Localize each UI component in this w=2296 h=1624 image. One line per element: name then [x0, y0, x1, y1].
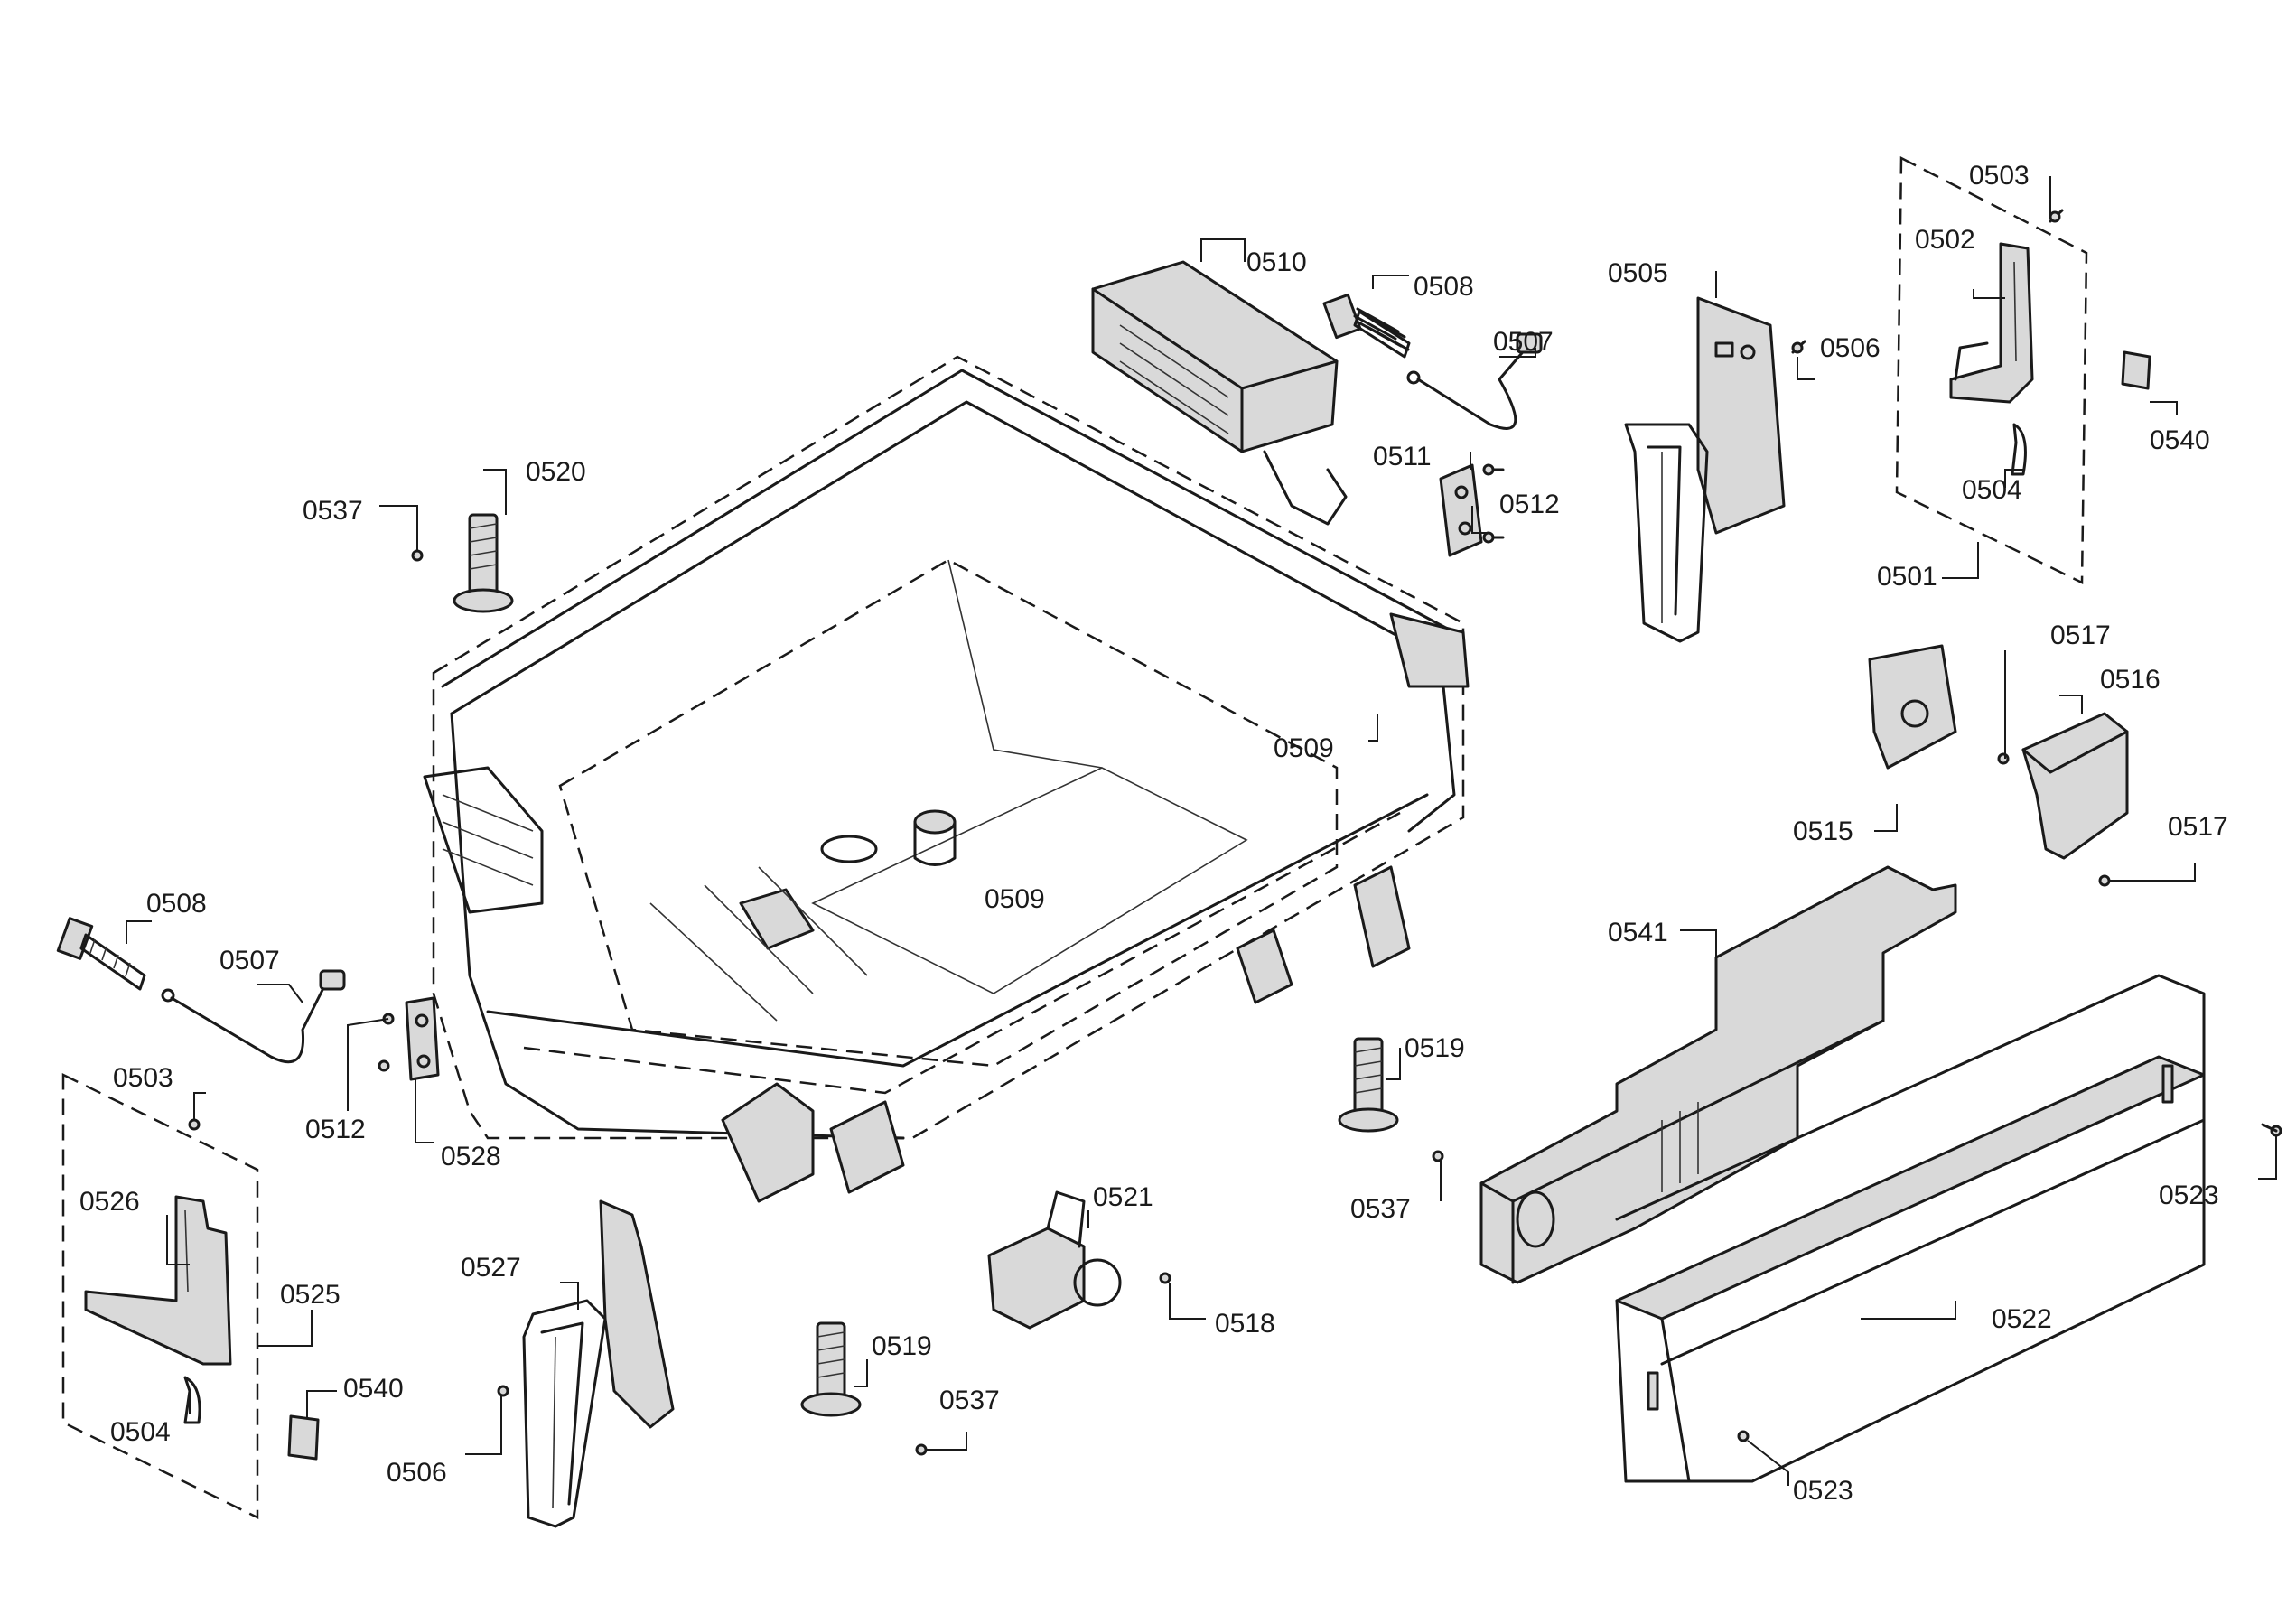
callout-0503-right: 0503: [1969, 161, 2030, 191]
part-0511-bracket: [1439, 463, 1483, 557]
part-0540-clip-left: [287, 1414, 320, 1461]
callout-0517-top: 0517: [2050, 621, 2111, 650]
part-0512-screws-right: [1482, 463, 1505, 544]
leader-lines: [126, 176, 2277, 1486]
callout-0523-right: 0523: [2159, 1181, 2219, 1210]
callout-0537-mid: 0537: [1350, 1194, 1411, 1224]
part-0541-panel: [1479, 865, 1957, 1284]
part-0506-screw-left: [497, 1385, 509, 1397]
callout-0540-left: 0540: [343, 1374, 404, 1404]
callout-0516: 0516: [2100, 665, 2161, 695]
callout-0525: 0525: [280, 1280, 341, 1310]
part-0537-screw-bottom: [915, 1443, 928, 1456]
callout-0520: 0520: [526, 457, 586, 487]
callout-0541: 0541: [1608, 918, 1668, 947]
part-0537-screw-mid: [1432, 1150, 1444, 1162]
callout-0537-left: 0537: [303, 496, 363, 526]
base-tub-assembly: [423, 355, 1470, 1203]
callout-0519-right: 0519: [1405, 1033, 1465, 1063]
callout-0523-bottom: 0523: [1793, 1476, 1853, 1506]
part-0510-housing: [1091, 260, 1348, 526]
callout-0508-left: 0508: [146, 889, 207, 919]
callout-0501: 0501: [1877, 562, 1937, 592]
callout-0509-left: 0509: [985, 884, 1045, 914]
part-0516-cover: [2021, 712, 2129, 860]
part-0508-spring-left: [56, 917, 146, 991]
callout-0504-right: 0504: [1962, 475, 2022, 505]
part-0503-screw-right: [2049, 209, 2064, 223]
callout-0506-right: 0506: [1820, 333, 1881, 363]
part-0527-hinge-bracket-left: [522, 1199, 675, 1528]
part-0512-screws-left: [378, 1013, 395, 1072]
part-0501-hinge-group-right: [1895, 155, 2088, 584]
part-0507-wire-left: [161, 969, 346, 1064]
part-0540-clip-right: [2121, 350, 2151, 390]
callout-0512-right: 0512: [1499, 490, 1560, 519]
part-0505-hinge-bracket-right: [1624, 296, 1786, 643]
callout-0510: 0510: [1246, 247, 1307, 277]
callout-labels: 0510 0508 0507 0505 0506 0503 0502 0540 …: [79, 161, 2228, 1506]
callout-0508-right: 0508: [1414, 272, 1474, 302]
callout-0502: 0502: [1915, 225, 1975, 255]
part-0519-leveling-foot-left: [800, 1321, 862, 1417]
callout-0540-right: 0540: [2150, 425, 2210, 455]
callout-0504-left: 0504: [110, 1417, 171, 1447]
part-0525-hinge-group-left: [61, 1072, 259, 1520]
callout-0526: 0526: [79, 1187, 140, 1217]
callout-0506-left: 0506: [387, 1458, 447, 1488]
callout-0518: 0518: [1215, 1309, 1275, 1339]
part-0520-leveling-foot: [453, 513, 514, 613]
callout-0521: 0521: [1093, 1182, 1153, 1212]
callout-0528: 0528: [441, 1142, 501, 1171]
callout-0537-bottom: 0537: [939, 1386, 1000, 1415]
part-0506-screw-right: [1791, 340, 1806, 354]
part-0521-inlet-valve: [987, 1190, 1122, 1330]
part-0503-screw-left: [188, 1118, 201, 1131]
part-0537-screw-left: [411, 549, 424, 562]
part-0522-kickplate: [1615, 974, 2206, 1483]
callout-0507-left: 0507: [219, 946, 280, 975]
part-0518-screw: [1159, 1272, 1171, 1284]
part-0528-bracket: [405, 996, 440, 1081]
callout-0505: 0505: [1608, 258, 1668, 288]
callout-0511: 0511: [1373, 442, 1432, 471]
callout-0515: 0515: [1793, 817, 1853, 846]
callout-0512-left: 0512: [305, 1115, 366, 1144]
part-0508-spring-right: [1322, 293, 1411, 359]
part-0515-bracket: [1868, 644, 1957, 770]
callout-0503-left: 0503: [113, 1063, 173, 1093]
callout-0507-right: 0507: [1493, 327, 1554, 357]
callout-0509-right: 0509: [1274, 733, 1334, 763]
part-0523-screws: [1737, 1123, 2282, 1442]
callout-0527: 0527: [461, 1253, 521, 1283]
part-0519-leveling-foot-right: [1338, 1037, 1399, 1133]
callout-0517-bottom: 0517: [2168, 812, 2228, 842]
callout-0522: 0522: [1992, 1304, 2052, 1334]
callout-0519-left: 0519: [872, 1331, 932, 1361]
